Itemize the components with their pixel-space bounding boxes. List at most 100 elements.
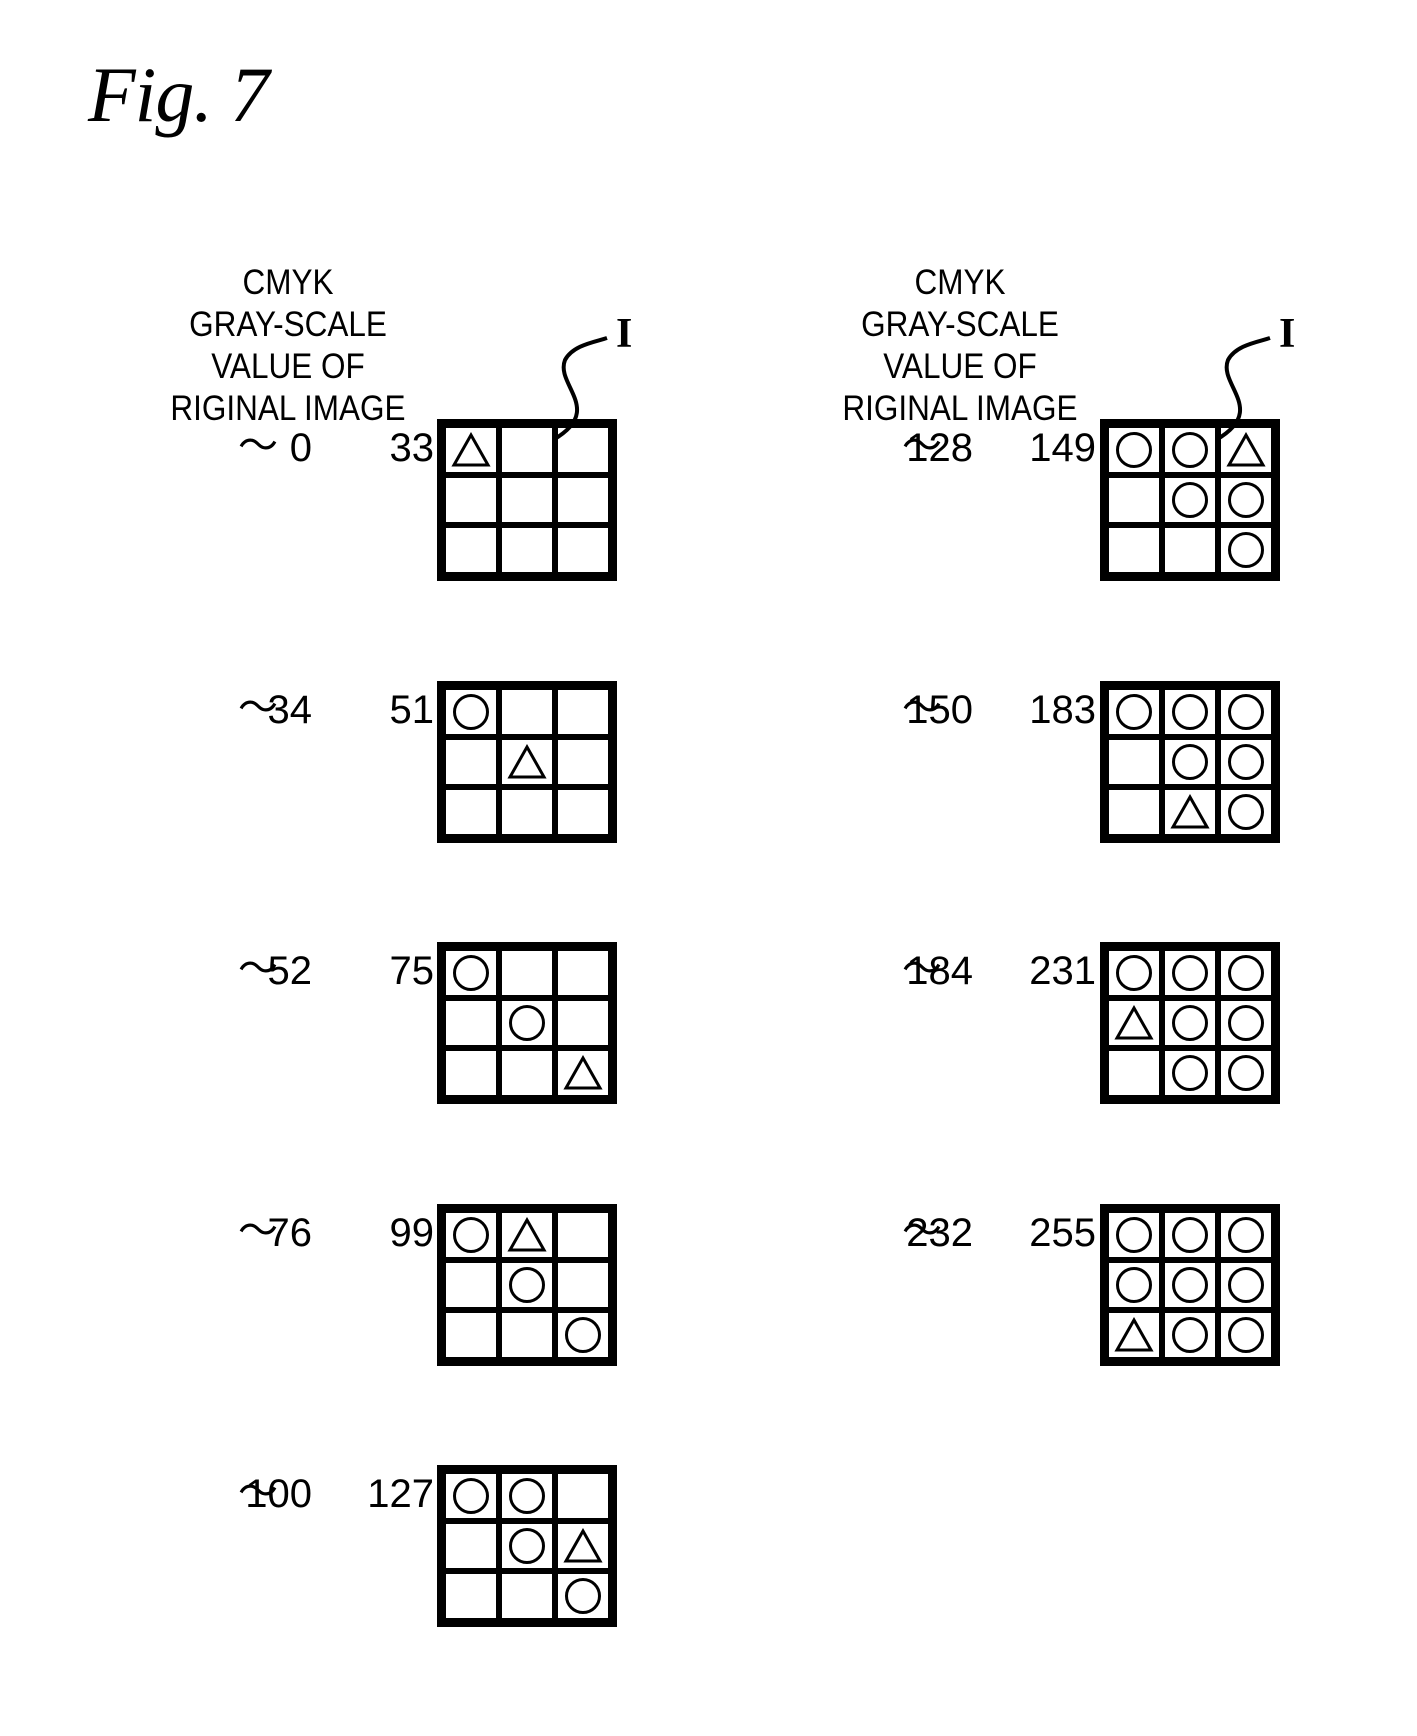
circle-icon (509, 1005, 545, 1041)
right-pattern-grid-3 (1100, 942, 1280, 1104)
left-range-high-5: 127 (354, 1474, 434, 1514)
pattern-cell (499, 1310, 555, 1360)
left-range-low-1: 0 (290, 428, 312, 468)
pattern-cell (555, 737, 611, 787)
pattern-cell (1106, 525, 1162, 575)
right-header-line-3: VALUE OF (825, 346, 1095, 388)
circle-icon (453, 694, 489, 730)
left-range-tilde-5: ～ (238, 1472, 278, 1512)
circle-icon (1172, 1005, 1208, 1041)
pattern-cell (443, 1310, 499, 1360)
circle-icon (1228, 1317, 1264, 1353)
pattern-cell (1162, 1260, 1218, 1310)
right-range-high-1: 149 (1016, 428, 1096, 468)
left-range-tilde-4: ～ (238, 1211, 278, 1251)
pattern-cell (555, 1260, 611, 1310)
pattern-cell (555, 1048, 611, 1098)
pattern-cell (1218, 948, 1274, 998)
left-pattern-grid-3 (437, 942, 617, 1104)
right-pattern-grid-2 (1100, 681, 1280, 843)
figure-title: Fig. 7 (88, 50, 268, 140)
pattern-cell (1162, 1048, 1218, 1098)
pattern-cell (1218, 687, 1274, 737)
left-range-tilde-3: ～ (238, 949, 278, 989)
pattern-cell (499, 1260, 555, 1310)
right-header-line-1: CMYK (825, 262, 1095, 304)
circle-icon (1228, 482, 1264, 518)
pattern-cell (443, 948, 499, 998)
left-header-line-4: RIGINAL IMAGE (153, 388, 423, 430)
right-reference-label: I (1279, 310, 1295, 358)
pattern-cell (555, 787, 611, 837)
pattern-cell (1106, 948, 1162, 998)
pattern-cell (499, 1048, 555, 1098)
pattern-cell (499, 525, 555, 575)
pattern-cell (499, 475, 555, 525)
pattern-cell (1162, 687, 1218, 737)
left-range-high-1: 33 (354, 428, 434, 468)
circle-icon (453, 1217, 489, 1253)
circle-icon (509, 1267, 545, 1303)
right-pattern-grid-4 (1100, 1204, 1280, 1366)
pattern-cell (499, 687, 555, 737)
circle-icon (1228, 694, 1264, 730)
circle-icon (1228, 1217, 1264, 1253)
pattern-cell (499, 998, 555, 1048)
pattern-cell (1218, 1260, 1274, 1310)
circle-icon (1172, 694, 1208, 730)
right-range-tilde-1: ～ (902, 426, 942, 466)
left-reference-label: I (616, 310, 632, 358)
pattern-cell (443, 1210, 499, 1260)
left-range-high-4: 99 (354, 1213, 434, 1253)
pattern-cell (1162, 1310, 1218, 1360)
pattern-cell (499, 1571, 555, 1621)
triangle-icon (563, 1528, 603, 1564)
pattern-cell (443, 1260, 499, 1310)
circle-icon (1172, 1055, 1208, 1091)
pattern-cell (443, 1571, 499, 1621)
triangle-icon (451, 432, 491, 468)
circle-icon (1172, 432, 1208, 468)
circle-icon (1228, 1267, 1264, 1303)
circle-icon (1228, 794, 1264, 830)
circle-icon (1172, 1217, 1208, 1253)
pattern-cell (499, 1521, 555, 1571)
pattern-cell (1106, 737, 1162, 787)
circle-icon (1172, 482, 1208, 518)
pattern-cell (1162, 475, 1218, 525)
pattern-cell (1162, 737, 1218, 787)
circle-icon (565, 1578, 601, 1614)
pattern-cell (555, 1310, 611, 1360)
pattern-cell (499, 787, 555, 837)
pattern-cell (1162, 787, 1218, 837)
left-column-header: CMYK GRAY-SCALE VALUE OF RIGINAL IMAGE (153, 262, 423, 430)
right-range-tilde-2: ～ (902, 688, 942, 728)
pattern-cell (555, 1210, 611, 1260)
right-range-tilde-3: ～ (902, 949, 942, 989)
circle-icon (1172, 1317, 1208, 1353)
circle-icon (509, 1528, 545, 1564)
right-column-header: CMYK GRAY-SCALE VALUE OF RIGINAL IMAGE (825, 262, 1095, 430)
circle-icon (1172, 744, 1208, 780)
pattern-cell (555, 998, 611, 1048)
pattern-cell (1106, 998, 1162, 1048)
pattern-cell (555, 475, 611, 525)
pattern-cell (443, 1048, 499, 1098)
pattern-cell (555, 425, 611, 475)
pattern-cell (1106, 1260, 1162, 1310)
circle-icon (1228, 744, 1264, 780)
circle-icon (565, 1317, 601, 1353)
pattern-cell (1106, 425, 1162, 475)
right-header-line-4: RIGINAL IMAGE (825, 388, 1095, 430)
pattern-cell (443, 525, 499, 575)
pattern-cell (555, 1471, 611, 1521)
triangle-icon (563, 1055, 603, 1091)
pattern-cell (1106, 687, 1162, 737)
pattern-cell (1106, 1310, 1162, 1360)
circle-icon (1116, 1217, 1152, 1253)
pattern-cell (443, 475, 499, 525)
pattern-cell (1218, 787, 1274, 837)
right-header-line-2: GRAY-SCALE (825, 304, 1095, 346)
right-range-tilde-4: ～ (902, 1211, 942, 1251)
left-header-line-1: CMYK (153, 262, 423, 304)
